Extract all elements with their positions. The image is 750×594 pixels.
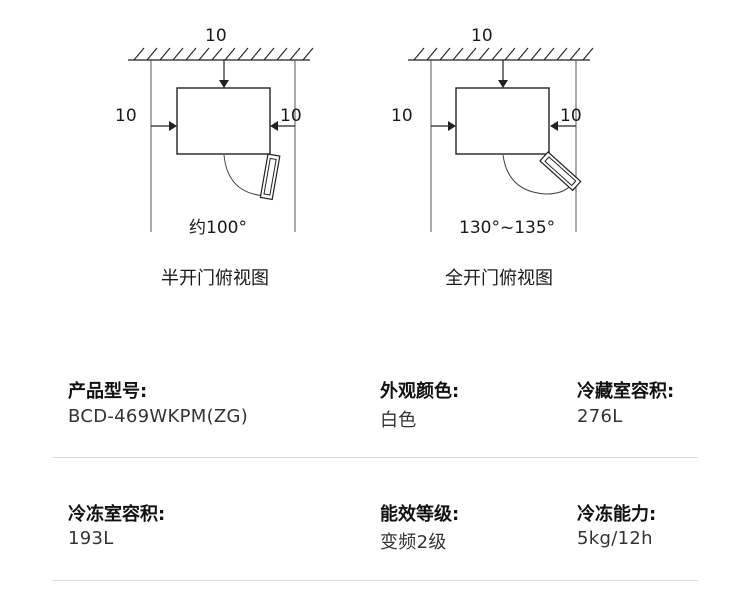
fridge-body [176, 87, 271, 155]
diagram-half-open: 10 10 10 约100° 半开门俯视图 [115, 26, 314, 289]
spec-value-energy-class: 变频2级 [380, 532, 447, 553]
arrow-left-icon [270, 121, 278, 131]
spec-label-energy-class: 能效等级: [380, 504, 460, 525]
wall-hatching [413, 47, 594, 61]
spec-value-color: 白色 [380, 410, 417, 431]
right-clearance-label: 10 [560, 106, 582, 126]
door [539, 151, 582, 192]
diagram-caption: 半开门俯视图 [161, 268, 269, 289]
spec-label-model: 产品型号: [68, 381, 148, 402]
opening-angle-label: 130°~135° [459, 218, 555, 238]
spec-label-fridge-volume: 冷藏室容积: [577, 381, 675, 402]
arrow-left-icon [550, 121, 558, 131]
left-clearance-label: 10 [391, 106, 413, 126]
arrow-right-icon [169, 121, 177, 131]
left-clearance-label: 10 [115, 106, 137, 126]
spec-value-fridge-volume: 276L [577, 406, 623, 427]
fridge-body [455, 87, 550, 155]
spec-label-freezing-capacity: 冷冻能力: [577, 504, 657, 525]
arrow-down-icon [219, 80, 229, 88]
right-clearance-label: 10 [280, 106, 302, 126]
arrow-right-icon [448, 121, 456, 131]
door [259, 153, 281, 201]
spec-label-freezer-volume: 冷冻室容积: [68, 504, 166, 525]
opening-angle-label: 约100° [189, 218, 247, 238]
spec-value-model: BCD-469WKPM(ZG) [68, 406, 249, 427]
row-divider [52, 580, 698, 581]
spec-value-freezer-volume: 193L [68, 528, 114, 549]
row-divider [52, 457, 698, 458]
wall-hatching [133, 47, 314, 61]
clearance-diagrams: 10 10 10 约100° 半开门俯视图 [115, 26, 594, 289]
top-clearance-label: 10 [471, 26, 493, 46]
arrow-down-icon [498, 80, 508, 88]
diagram-canvas: 10 10 10 约100° 半开门俯视图 [115, 26, 594, 289]
top-clearance-label: 10 [205, 26, 227, 46]
diagram-caption: 全开门俯视图 [445, 268, 553, 289]
spec-label-color: 外观颜色: [380, 381, 460, 402]
diagram-full-open: 10 10 10 130°~135° 全开门俯视图 [391, 26, 594, 289]
spec-value-freezing-capacity: 5kg/12h [577, 528, 653, 549]
